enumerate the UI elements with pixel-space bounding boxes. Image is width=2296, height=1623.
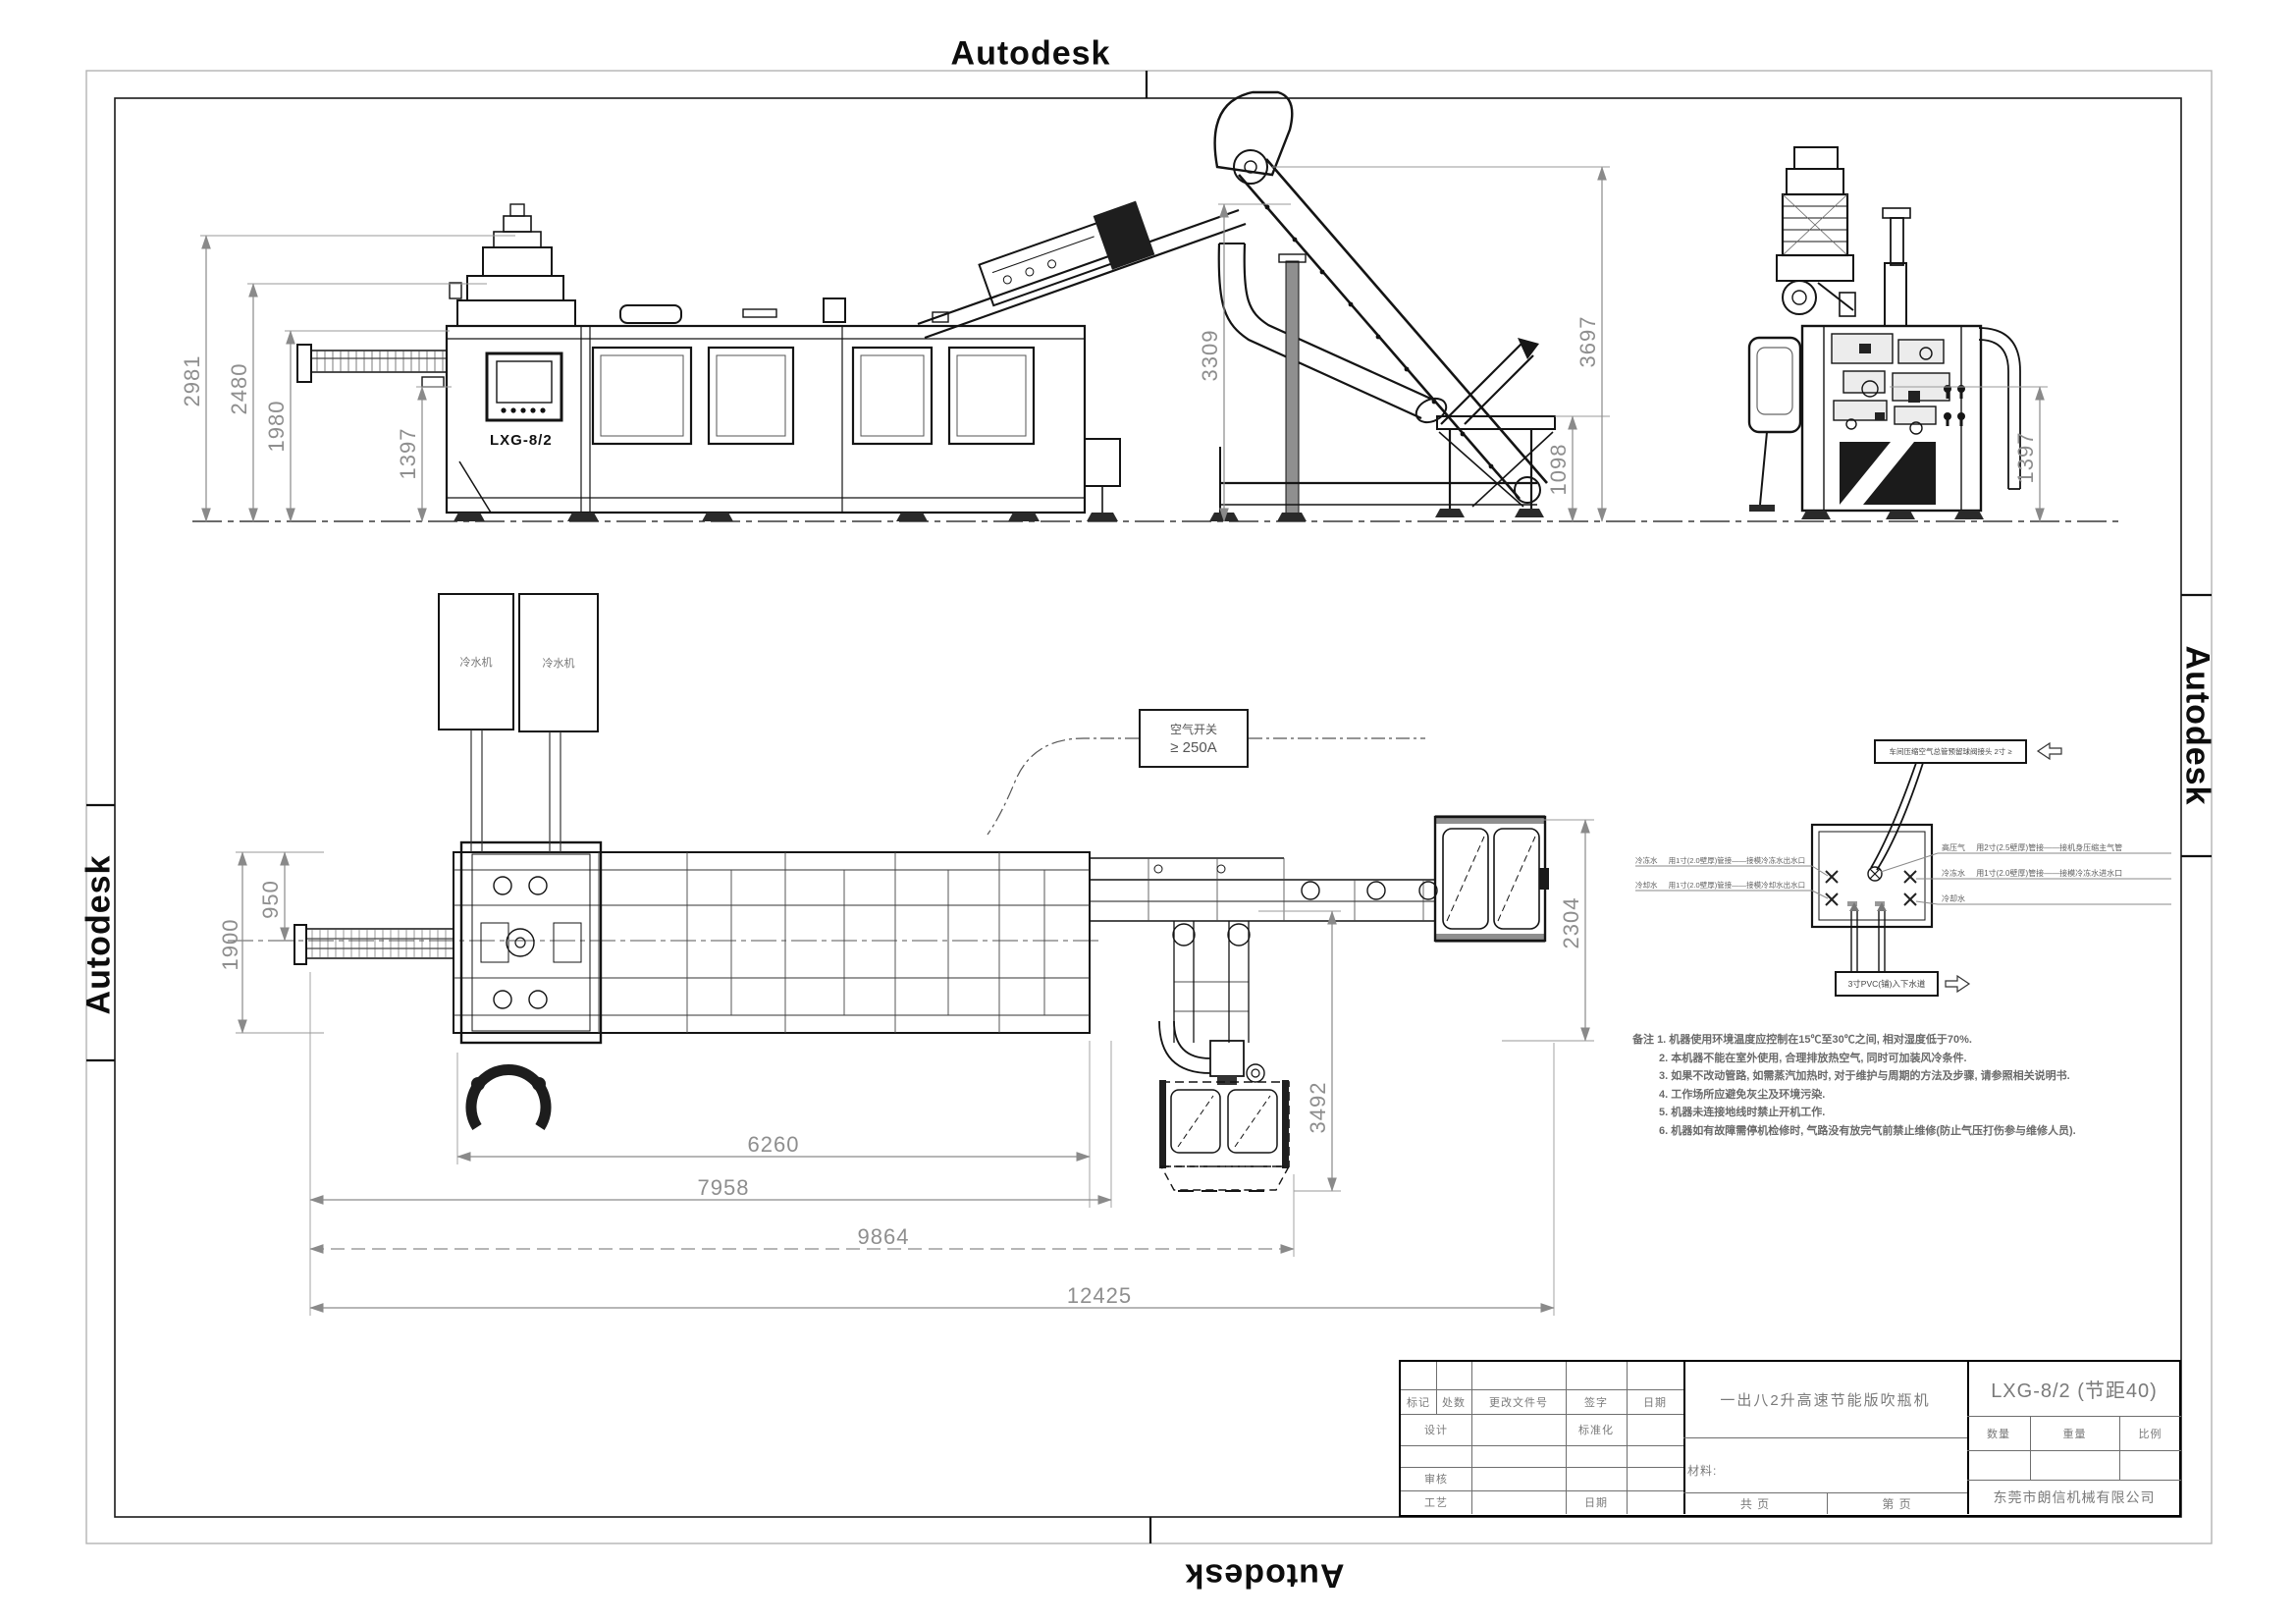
note-line-1: 备注 1. 机器使用环境温度应控制在15℃至30℃之间, 相对湿度低于70%. [1632, 1031, 2143, 1050]
hookup-left-row-2: 冷却水 用1寸(2.0壁厚)管接——接模冷却水出水口 [1635, 880, 1805, 891]
hookup-right-name-1: 高压气 [1942, 843, 1965, 852]
dim-front-2480: 2480 [227, 362, 251, 415]
hookup-right-row-2: 冷冻水 用1寸(2.0壁厚)管接——接模冷冻水进水口 [1942, 868, 2122, 879]
dim-chain-9864: 9864 [857, 1224, 910, 1249]
dim-elev-1098: 1098 [1546, 443, 1571, 496]
dim-plan-2304: 2304 [1559, 896, 1583, 949]
dim-elev-3309: 3309 [1198, 329, 1222, 382]
hookup-left-name-2: 冷却水 [1635, 881, 1658, 890]
dim-elev-3697: 3697 [1575, 315, 1600, 368]
watermark-right: Autodesk [2178, 645, 2216, 806]
machine-model-label: LXG-8/2 [490, 432, 553, 449]
dim-plan-950: 950 [258, 880, 283, 919]
tb-header-sign: 签字 [1584, 1396, 1608, 1409]
air-switch-rating: ≥ 250A [1170, 739, 1217, 756]
tb-scale-label: 比例 [2138, 1428, 2163, 1440]
tb-standard-label: 标准化 [1578, 1425, 1614, 1436]
dim-front-1397: 1397 [396, 427, 420, 480]
tb-pages-number: 第 页 [1882, 1496, 1912, 1511]
tb-check-label: 审核 [1424, 1474, 1448, 1486]
note-item-6: 6. 机器如有故障需停机检修时, 气路没有放完气前禁止维修(防止气压打伤参与维修… [1659, 1124, 2076, 1137]
utility-hookup-detail [1635, 739, 2171, 997]
tb-header-mark: 标记 [1407, 1396, 1430, 1409]
tb-header-docno: 更改文件号 [1489, 1396, 1548, 1409]
air-switch-title: 空气开关 [1169, 723, 1217, 736]
hookup-bottom-label: 3寸PVC(铺)入下水道 [1847, 979, 1926, 989]
tb-header-date: 日期 [1643, 1396, 1667, 1409]
dim-front-2981: 2981 [180, 354, 204, 407]
tb-drawing-title: 一出八2升高速节能版吹瓶机 [1720, 1392, 1931, 1409]
dim-plan-3492: 3492 [1306, 1081, 1330, 1134]
tb-company: 东莞市朗信机械有限公司 [1993, 1488, 2156, 1505]
watermark-top: Autodesk [950, 34, 1111, 73]
hookup-right-name-3: 冷却水 [1942, 894, 1965, 903]
tb-design-label: 设计 [1424, 1425, 1448, 1436]
hookup-left-row-1: 冷冻水 用1寸(2.0壁厚)管接——接模冷冻水出水口 [1635, 855, 1805, 866]
dim-front-1980: 1980 [264, 400, 289, 453]
note-item-5: 5. 机器未连接地线时禁止开机工作. [1659, 1107, 1826, 1118]
chiller-1-label: 冷水机 [459, 657, 493, 669]
side-view-machine [1747, 146, 2021, 519]
front-view-machine [296, 200, 1247, 521]
chiller-2-label: 冷水机 [542, 658, 575, 670]
preform-elevator [1209, 90, 1556, 521]
dimension-lines [200, 166, 2048, 1316]
tb-qty-label: 数量 [1987, 1428, 2010, 1440]
hookup-top-label: 车间压缩空气总管预留球阀接头 2寸 ≥ [1889, 747, 2012, 756]
note-item-2: 2. 本机器不能在室外使用, 合理排放热空气, 同时可加装风冷条件. [1659, 1052, 1967, 1064]
title-block: 标记 处数 更改文件号 签字 日期 设计 标准化 审核 工艺 日期 一出八2升高… [1399, 1360, 2181, 1517]
watermark-left: Autodesk [80, 854, 118, 1015]
hookup-right-row-3: 冷却水 [1942, 893, 1974, 904]
hookup-right-name-2: 冷冻水 [1942, 869, 1965, 878]
hookup-left-spec-1: 用1寸(2.0壁厚)管接——接模冷冻水出水口 [1668, 856, 1806, 865]
tb-process-label: 工艺 [1424, 1497, 1448, 1509]
tb-material-label: 材料: [1687, 1463, 1718, 1478]
tb-header-count: 处数 [1442, 1396, 1466, 1409]
tb-weight-label: 重量 [2062, 1428, 2087, 1440]
dim-plan-1900: 1900 [218, 918, 242, 971]
tb-model: LXG-8/2 (节距40) [1991, 1380, 2158, 1402]
tb-pages-total: 共 页 [1739, 1496, 1771, 1511]
hookup-right-spec-1: 用2寸(2.5壁厚)管接——接机身压缩主气管 [1976, 843, 2123, 852]
dim-chain-12425: 12425 [1066, 1283, 1133, 1308]
air-switch-box: 空气开关 ≥ 250A [1139, 709, 1249, 768]
watermark-bottom: Autodesk [1184, 1556, 1345, 1595]
dim-chain-6260: 6260 [747, 1132, 800, 1157]
hookup-right-spec-2: 用1寸(2.0壁厚)管接——接模冷冻水进水口 [1976, 869, 2123, 878]
note-item-4: 4. 工作场所应避免灰尘及环境污染. [1659, 1088, 1826, 1101]
sheet-frame [85, 70, 2213, 1544]
note-item-3: 3. 如果不改动管路, 如需蒸汽加热时, 对于维护与周期的方法及步骤, 请参照相… [1659, 1070, 2070, 1082]
dim-side-1397: 1397 [2013, 431, 2038, 484]
hookup-right-row-1: 高压气 用2寸(2.5壁厚)管接——接机身压缩主气管 [1942, 842, 2122, 853]
notes-prefix: 备注 [1632, 1034, 1654, 1046]
dim-chain-7958: 7958 [697, 1175, 750, 1200]
note-item-1: 1. 机器使用环境温度应控制在15℃至30℃之间, 相对湿度低于70%. [1657, 1034, 1972, 1046]
hookup-left-spec-2: 用1寸(2.0壁厚)管接——接模冷却水出水口 [1668, 881, 1806, 890]
tb-date-label: 日期 [1584, 1497, 1608, 1509]
hookup-left-name-1: 冷冻水 [1635, 856, 1658, 865]
plan-view [228, 593, 1549, 1192]
notes-block: 备注 1. 机器使用环境温度应控制在15℃至30℃之间, 相对湿度低于70%. … [1632, 1031, 2143, 1140]
